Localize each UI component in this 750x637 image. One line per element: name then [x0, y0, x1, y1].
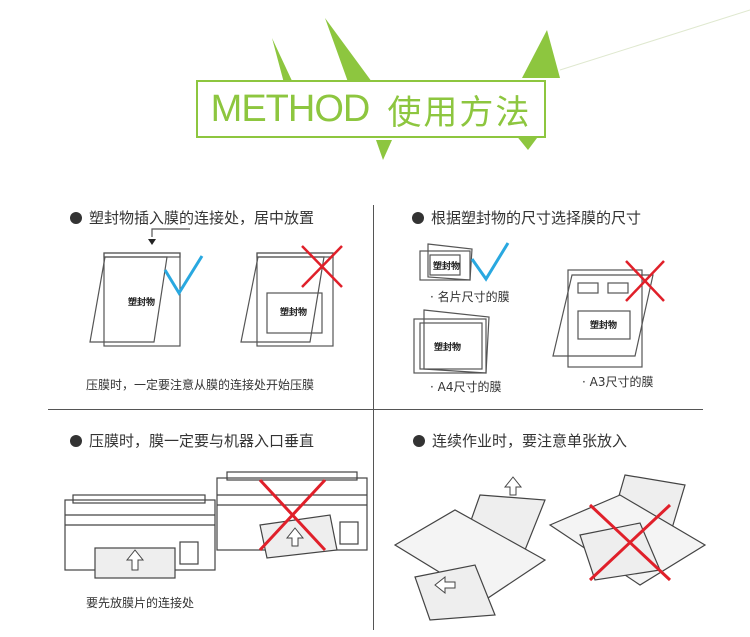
title-cn: 使用方法 — [387, 92, 532, 133]
heading-text: 连续作业时，要注意单张放入 — [432, 432, 628, 450]
section-3-caption: 要先放膜片的连接处 — [86, 596, 195, 610]
section-1-heading: 塑封物插入膜的连接处，居中放置 — [70, 207, 314, 228]
item-label: 塑封物 — [433, 260, 460, 272]
section-2-heading: 根据塑封物的尺寸选择膜的尺寸 — [412, 207, 641, 228]
section-3-heading: 压膜时，膜一定要与机器入口垂直 — [70, 430, 314, 451]
option-business-card: · 名片尺寸的膜 — [430, 290, 510, 304]
title-box: METHOD 使用方法 — [196, 80, 546, 138]
bullet-icon — [70, 434, 82, 447]
bullet-icon — [70, 211, 82, 224]
title-en: METHOD — [210, 87, 371, 130]
bullet-icon — [412, 211, 424, 224]
vertical-divider — [373, 205, 374, 630]
section-4-heading: 连续作业时，要注意单张放入 — [413, 430, 627, 451]
section-2-diagram: 塑封物 塑封物 塑封物 — [413, 242, 665, 374]
cross-icon — [258, 478, 327, 552]
check-icon — [163, 255, 204, 296]
check-icon — [470, 242, 510, 282]
horizontal-divider — [48, 409, 703, 410]
heading-text: 压膜时，膜一定要与机器入口垂直 — [89, 432, 315, 450]
section-3-diagram — [64, 471, 368, 579]
item-label: 塑封物 — [590, 319, 617, 331]
heading-text: 塑封物插入膜的连接处，居中放置 — [89, 209, 315, 227]
cross-icon — [588, 503, 672, 582]
section-4-diagram — [393, 474, 707, 621]
section-1-diagram: 塑封物 塑封物 — [89, 228, 343, 347]
cross-icon — [301, 245, 343, 288]
item-label: 塑封物 — [280, 306, 307, 318]
option-a3: · A3尺寸的膜 — [582, 375, 654, 389]
item-label: 塑封物 — [128, 296, 155, 308]
section-1-caption: 压膜时，一定要注意从膜的连接处开始压膜 — [86, 378, 315, 392]
item-label: 塑封物 — [434, 341, 461, 353]
bullet-icon — [413, 434, 425, 447]
cross-icon — [625, 260, 665, 302]
heading-text: 根据塑封物的尺寸选择膜的尺寸 — [431, 209, 642, 227]
option-a4: · A4尺寸的膜 — [430, 380, 502, 394]
